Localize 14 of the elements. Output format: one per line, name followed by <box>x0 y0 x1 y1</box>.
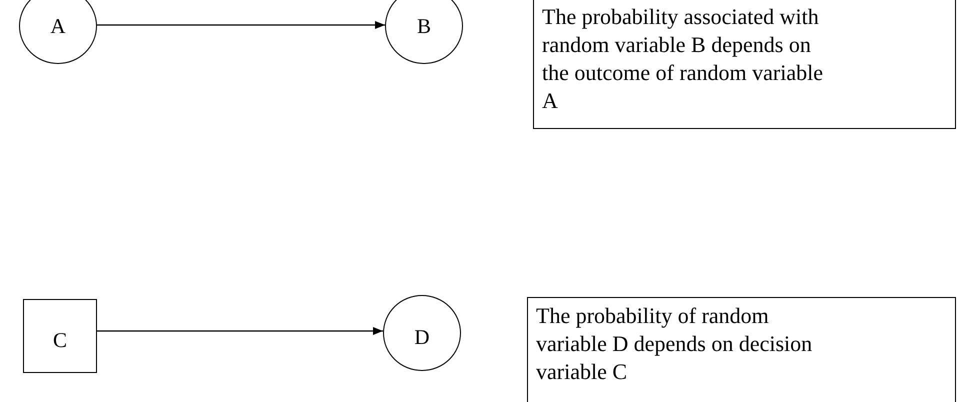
arrow <box>97 21 385 29</box>
note-box <box>527 297 956 402</box>
chance-node-circle <box>385 0 463 64</box>
note-text: The probability of random variable D depends on decision variable C <box>536 303 812 384</box>
decision-node-square <box>23 299 97 373</box>
chance-node-circle <box>383 295 461 371</box>
node-label: B <box>416 14 431 38</box>
node-label: D <box>414 324 430 350</box>
chance-node-circle <box>19 0 97 64</box>
node-label: C <box>52 328 67 352</box>
note-text: The probability associated with random variable B depends on the outcome of random variable A <box>542 4 824 113</box>
node-label: A <box>50 14 66 38</box>
arrow <box>97 327 383 335</box>
note-box <box>533 0 956 129</box>
